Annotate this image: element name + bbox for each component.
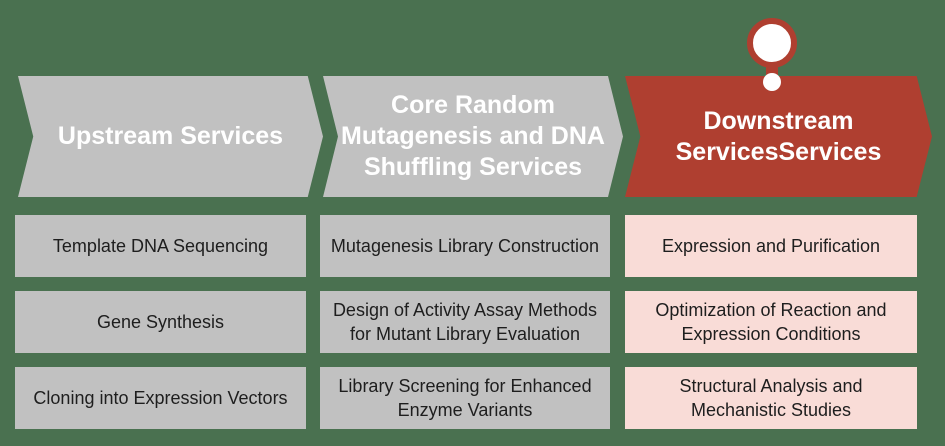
service-label-line: Mechanistic Studies: [690, 400, 852, 420]
service-label-line: Structural Analysis and: [679, 376, 863, 396]
service-label-line: Library Screening for Enhanced: [338, 376, 592, 396]
stage-title-line: Mutagenesis and DNA: [341, 122, 605, 150]
stage-arrow-upstream: Upstream Services: [18, 76, 323, 197]
stage-title-line: Downstream: [703, 106, 854, 135]
pin-marker-dot: [763, 73, 781, 91]
stage-column-downstream: Expression and Purification Optimization…: [625, 215, 917, 429]
stage-arrow-downstream: Downstream ServicesServices: [625, 76, 932, 197]
stage-title-line: ServicesServices: [675, 137, 882, 166]
service-label-line: Mutagenesis Library Construction: [330, 236, 600, 256]
service-label-line: Expression and Purification: [661, 236, 881, 256]
service-box: Expression and Purification: [625, 215, 917, 277]
service-box: Library Screening for Enhanced Enzyme Va…: [320, 367, 610, 429]
service-label-line: Expression Conditions: [681, 324, 861, 344]
service-label-line: Template DNA Sequencing: [52, 236, 269, 256]
service-box: Optimization of Reaction and Expression …: [625, 291, 917, 353]
service-label-line: Gene Synthesis: [96, 312, 225, 332]
service-box: Mutagenesis Library Construction: [320, 215, 610, 277]
stage-column-upstream: Template DNA Sequencing Gene Synthesis C…: [15, 215, 306, 429]
stage-column-core-mutagenesis: Mutagenesis Library Construction Design …: [320, 215, 610, 429]
service-label-line: for Mutant Library Evaluation: [349, 324, 581, 344]
stage-title-line: Core Random: [391, 91, 555, 119]
pin-marker-icon: [747, 18, 797, 68]
service-box: Gene Synthesis: [15, 291, 306, 353]
service-label-line: Enzyme Variants: [397, 400, 533, 420]
stage-title-line: Shuffling Services: [363, 153, 583, 181]
service-box: Design of Activity Assay Methods for Mut…: [320, 291, 610, 353]
service-box: Cloning into Expression Vectors: [15, 367, 306, 429]
stage-title-line: Upstream Services: [57, 122, 284, 150]
service-label-line: Optimization of Reaction and: [655, 300, 887, 320]
service-box: Template DNA Sequencing: [15, 215, 306, 277]
service-label-line: Cloning into Expression Vectors: [33, 388, 288, 408]
stage-arrow-core-mutagenesis: Core Random Mutagenesis and DNA Shufflin…: [323, 76, 623, 197]
service-label-line: Design of Activity Assay Methods: [332, 300, 598, 320]
service-box: Structural Analysis and Mechanistic Stud…: [625, 367, 917, 429]
